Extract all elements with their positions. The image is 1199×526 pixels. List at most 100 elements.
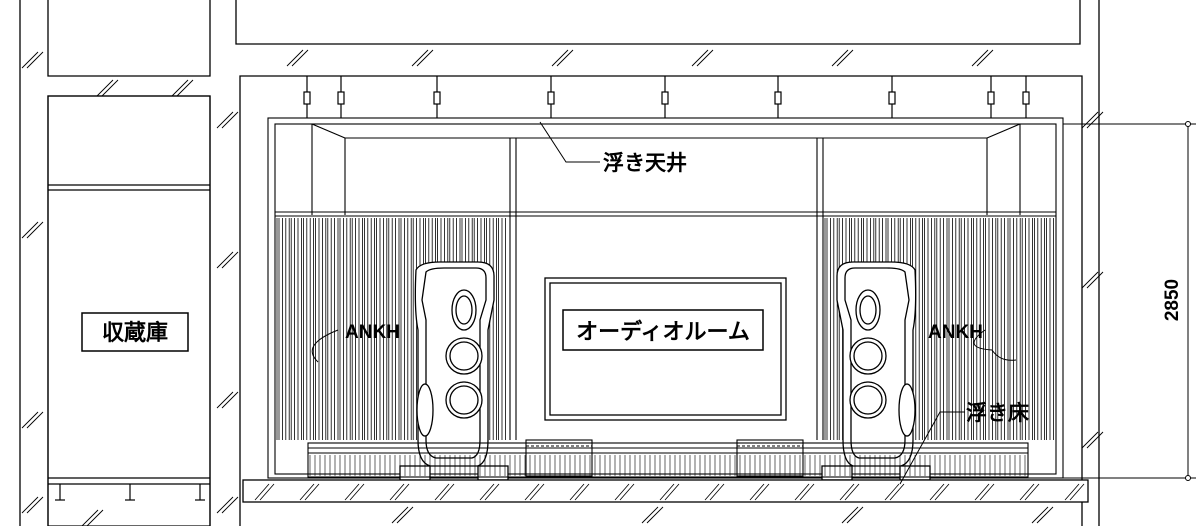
hatch-stroke — [26, 411, 44, 429]
slab-hatch-stroke — [704, 483, 720, 501]
slab-hatch-stroke — [754, 483, 770, 501]
hatch-stroke — [221, 111, 239, 129]
slab-hatch-stroke — [749, 483, 765, 501]
hatch-stroke — [1081, 431, 1099, 449]
hatch-stroke — [396, 506, 414, 524]
hatch-stroke — [1086, 431, 1104, 449]
slab-hatch-stroke — [439, 483, 455, 501]
slab-hatch-stroke — [794, 483, 810, 501]
hatch-stroke — [1031, 506, 1049, 524]
hatch-stroke — [221, 251, 239, 269]
slab-hatch-stroke — [349, 483, 365, 501]
hatch-stroke — [221, 496, 239, 514]
hatch-stroke — [831, 49, 849, 67]
wall-hatching — [21, 49, 1104, 526]
slab-hatch-stroke — [299, 483, 315, 501]
slab-hatch-stroke — [839, 483, 855, 501]
leader-lines — [311, 121, 1017, 485]
hatch-stroke — [646, 506, 664, 524]
slab-hatch-stroke — [569, 483, 585, 501]
slab-hatch-stroke — [659, 483, 675, 501]
hatch-stroke — [21, 221, 39, 239]
slab-hatch-stroke — [1019, 483, 1035, 501]
hatch-stroke — [26, 51, 44, 69]
slab-hatch-stroke — [574, 483, 590, 501]
slab-hatch-stroke — [254, 483, 270, 501]
slab-hatch-stroke — [389, 483, 405, 501]
hanger-isolator — [303, 91, 311, 105]
hatch-stroke — [216, 496, 234, 514]
slab-hatch-stroke — [479, 483, 495, 501]
hatch-stroke — [1086, 271, 1104, 289]
hanger-isolator — [337, 91, 345, 105]
ankh-left-label: ANKH — [345, 322, 400, 343]
floor-stripes — [309, 455, 1026, 476]
hanger-isolator — [433, 91, 441, 105]
hatch-stroke — [1081, 111, 1099, 129]
hatch-stroke — [291, 49, 309, 67]
ankh-right-label: ANKH — [928, 322, 983, 343]
ceiling-hangers — [303, 76, 1030, 118]
storage-room — [47, 95, 211, 526]
storage-label-box — [81, 312, 189, 352]
hatch-stroke — [391, 506, 409, 524]
speaker-right — [821, 261, 931, 481]
hatch-stroke — [641, 506, 659, 524]
hatch-stroke — [216, 251, 234, 269]
dimension-line — [1063, 121, 1196, 481]
hanger-isolator — [888, 91, 896, 105]
slab-hatch-stroke — [934, 483, 950, 501]
hanger-isolator — [547, 91, 555, 105]
hatch-stroke — [21, 411, 39, 429]
hatch-stroke — [1086, 111, 1104, 129]
hatch-stroke — [411, 49, 429, 67]
hatch-stroke — [81, 509, 99, 526]
hatch-stroke — [1081, 271, 1099, 289]
slab-hatch-stroke — [844, 483, 860, 501]
hanger-isolator — [661, 91, 669, 105]
slab-hatch-stroke — [344, 483, 360, 501]
slab-hatch-stroke — [799, 483, 815, 501]
slab-hatch-stroke — [979, 483, 995, 501]
hatch-stroke — [976, 49, 994, 67]
hatch-stroke — [86, 509, 104, 526]
audio-screen — [544, 277, 787, 421]
floating-ceiling-label: 浮き天井 — [603, 151, 687, 175]
hatch-stroke — [551, 49, 569, 67]
dimension-height-label: 2850 — [1162, 279, 1183, 321]
hatch-stroke — [846, 506, 864, 524]
floating-floor-label: 浮き床 — [966, 401, 1029, 425]
hatch-stroke — [286, 49, 304, 67]
hatch-stroke — [176, 79, 194, 97]
slab-hatch-stroke — [929, 483, 945, 501]
hatch-stroke — [416, 49, 434, 67]
hatch-stroke — [21, 496, 39, 514]
slab-hatch-stroke — [614, 483, 630, 501]
slab-hatching — [254, 483, 1085, 501]
slab-hatch-stroke — [394, 483, 410, 501]
slab-hatch-stroke — [884, 483, 900, 501]
slab-hatch-stroke — [664, 483, 680, 501]
hatch-stroke — [696, 49, 714, 67]
hatch-stroke — [836, 49, 854, 67]
hanger-isolator — [774, 91, 782, 105]
slab-hatch-stroke — [434, 483, 450, 501]
slab-hatch-stroke — [529, 483, 545, 501]
floor-slab — [242, 479, 1089, 503]
hatch-stroke — [26, 221, 44, 239]
hatch-stroke — [971, 49, 989, 67]
hatch-stroke — [221, 391, 239, 409]
slab-hatch-stroke — [889, 483, 905, 501]
slab-hatch-stroke — [304, 483, 320, 501]
slab-hatch-stroke — [524, 483, 540, 501]
hatch-stroke — [216, 391, 234, 409]
slab-hatch-stroke — [1064, 483, 1080, 501]
slab-hatch-stroke — [1024, 483, 1040, 501]
hatch-stroke — [26, 496, 44, 514]
hatch-stroke — [216, 111, 234, 129]
hatch-stroke — [171, 79, 189, 97]
hatch-stroke — [101, 79, 119, 97]
hanger-isolator — [987, 91, 995, 105]
hatch-stroke — [556, 49, 574, 67]
